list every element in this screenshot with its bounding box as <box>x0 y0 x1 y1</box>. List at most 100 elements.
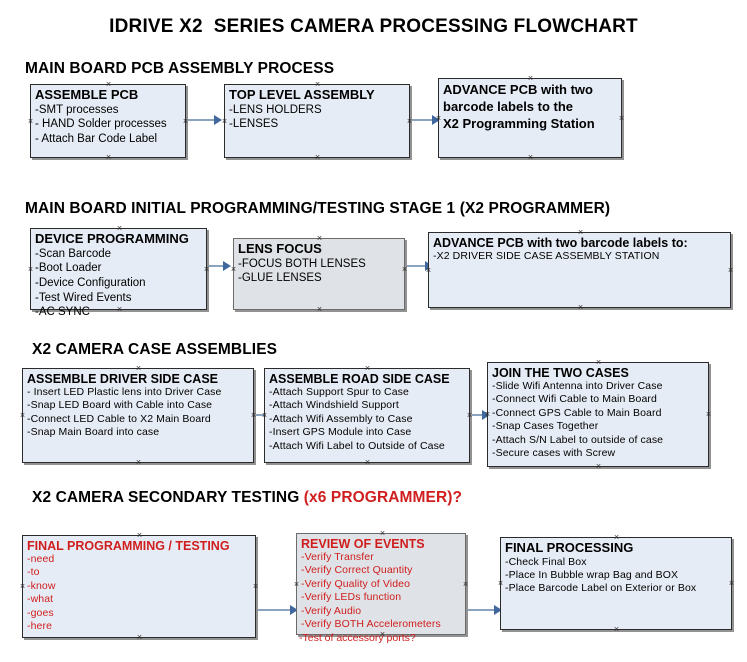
node-review-of-events[interactable]: REVIEW OF EVENTS -Verify Transfer -Verif… <box>296 533 466 635</box>
node-device-programming[interactable]: DEVICE PROGRAMMING -Scan Barcode -Boot L… <box>27 225 210 318</box>
connection-handle-bottom[interactable] <box>527 154 534 161</box>
connection-handle-bottom[interactable] <box>135 459 142 466</box>
section-heading-main-board-initial-programming: MAIN BOARD INITIAL PROGRAMMING/TESTING S… <box>25 200 610 218</box>
node-body: FINAL PROCESSING -Check Final Box -Place… <box>501 538 731 596</box>
node-assemble-pcb[interactable]: ASSEMBLE PCB -SMT processes - HAND Solde… <box>30 84 186 158</box>
connection-handle-top[interactable] <box>595 359 602 366</box>
section-heading-text: MAIN BOARD PCB ASSEMBLY PROCESS <box>25 60 335 77</box>
node-body: FINAL PROGRAMMING / TESTING -need -to -k… <box>23 536 255 634</box>
node-title: FINAL PROCESSING <box>505 540 634 555</box>
connection-handle-left[interactable] <box>425 267 432 274</box>
node-title: FINAL PROGRAMMING / TESTING <box>27 539 230 553</box>
node-title: JOIN THE TWO CASES <box>492 366 629 380</box>
node-lens-focus[interactable]: LENS FOCUS -FOCUS BOTH LENSES -GLUE LENS… <box>233 238 405 310</box>
node-advance-pcb-programming-station[interactable]: ADVANCE PCB with two barcode labels to t… <box>438 78 622 158</box>
connection-handle-top[interactable] <box>314 81 321 88</box>
node-assemble-road-side-case[interactable]: ASSEMBLE ROAD SIDE CASE -Attach Support … <box>264 368 470 463</box>
connection-handle-top[interactable] <box>135 365 142 372</box>
connection-handle-bottom[interactable] <box>364 459 371 466</box>
node-body: JOIN THE TWO CASES -Slide Wifi Antenna i… <box>488 363 708 461</box>
connection-handle-bottom[interactable] <box>595 463 602 470</box>
connection-handle-right[interactable] <box>203 266 210 273</box>
connection-handle-left[interactable] <box>497 580 504 587</box>
node-join-the-two-cases[interactable]: JOIN THE TWO CASES -Slide Wifi Antenna i… <box>487 362 709 467</box>
node-title: DEVICE PROGRAMMING <box>35 231 189 246</box>
node-line: -Connect LED Cable to X2 Main Board <box>27 412 211 425</box>
node-body: ADVANCE PCB with two barcode labels to t… <box>439 79 621 133</box>
node-body: ASSEMBLE DRIVER SIDE CASE - Insert LED P… <box>23 369 253 440</box>
connection-handle-top[interactable] <box>613 534 620 541</box>
connection-handle-top[interactable] <box>379 530 386 537</box>
connection-handle-bottom[interactable] <box>136 634 143 641</box>
node-line: -Attach Wifi Assembly to Case <box>269 412 413 425</box>
node-line: -Verify LEDs function <box>301 591 402 604</box>
connection-handle-right[interactable] <box>252 583 259 590</box>
node-line: ADVANCE PCB with two <box>443 82 593 97</box>
connection-handle-bottom[interactable] <box>577 304 584 311</box>
node-line: -Snap Main Board into case <box>27 426 160 439</box>
node-top-level-assembly[interactable]: TOP LEVEL ASSEMBLY -LENS HOLDERS -LENSES <box>224 84 410 158</box>
connection-handle-left[interactable] <box>221 118 228 125</box>
node-body: ADVANCE PCB with two barcode labels to: … <box>429 233 730 263</box>
node-line: -Connect Wifi Cable to Main Board <box>492 393 657 406</box>
connection-handle-bottom[interactable] <box>314 154 321 161</box>
node-line: -Place Barcode Label on Exterior or Box <box>505 582 697 595</box>
connector-arrow <box>209 265 225 267</box>
connection-handle-bottom[interactable] <box>316 306 323 313</box>
node-title: ASSEMBLE PCB <box>35 87 139 102</box>
connection-handle-top[interactable] <box>105 81 112 88</box>
section-heading-x2-camera-secondary-testing: X2 CAMERA SECONDARY TESTING (x6 PROGRAMM… <box>32 489 462 507</box>
node-line: -Attach S/N Label to outside of case <box>492 433 664 446</box>
connection-handle-left[interactable] <box>19 583 26 590</box>
connection-handle-right[interactable] <box>728 580 735 587</box>
node-line: -GLUE LENSES <box>238 272 322 285</box>
connection-handle-bottom[interactable] <box>116 306 123 313</box>
connection-handle-top[interactable] <box>316 235 323 242</box>
connection-handle-top[interactable] <box>577 229 584 236</box>
node-line: -Attach Wifi Label to Outside of Case <box>269 439 445 452</box>
node-final-processing[interactable]: FINAL PROCESSING -Check Final Box -Place… <box>500 537 732 630</box>
node-line: -Snap Cases Together <box>492 420 599 433</box>
connection-handle-left[interactable] <box>27 266 34 273</box>
node-line: -Boot Loader <box>35 262 102 275</box>
connection-handle-left[interactable] <box>230 266 237 273</box>
connection-handle-right[interactable] <box>462 581 469 588</box>
node-advance-pcb-driver-side-station[interactable]: ADVANCE PCB with two barcode labels to: … <box>428 232 731 308</box>
connection-handle-top[interactable] <box>364 365 371 372</box>
connection-handle-top[interactable] <box>116 225 123 232</box>
connector-arrowhead <box>494 605 502 615</box>
node-body: TOP LEVEL ASSEMBLY -LENS HOLDERS -LENSES <box>225 85 409 132</box>
node-line: -here <box>27 620 53 633</box>
node-line: -Attach Windshield Support <box>269 399 399 412</box>
section-heading-main-board-pcb-assembly: MAIN BOARD PCB ASSEMBLY PROCESS <box>25 60 334 78</box>
node-line: -need <box>27 553 55 565</box>
section-heading-text: X2 CAMERA CASE ASSEMBLIES <box>32 341 278 358</box>
connection-handle-left[interactable] <box>19 412 26 419</box>
connector-arrow <box>258 609 292 611</box>
connection-handle-left[interactable] <box>27 118 34 125</box>
node-final-programming-testing[interactable]: FINAL PROGRAMMING / TESTING -need -to -k… <box>22 535 256 638</box>
node-line: -Scan Barcode <box>35 247 112 260</box>
connection-handle-left[interactable] <box>484 411 491 418</box>
connection-handle-right[interactable] <box>618 115 625 122</box>
connection-handle-left[interactable] <box>293 581 300 588</box>
connection-handle-right[interactable] <box>727 267 734 274</box>
node-title: REVIEW OF EVENTS <box>301 537 425 551</box>
node-title: TOP LEVEL ASSEMBLY <box>229 87 375 102</box>
connection-handle-left[interactable] <box>435 115 442 122</box>
node-assemble-driver-side-case[interactable]: ASSEMBLE DRIVER SIDE CASE - Insert LED P… <box>22 368 254 463</box>
connector-arrow <box>412 119 434 121</box>
connection-handle-bottom[interactable] <box>105 154 112 161</box>
connection-handle-right[interactable] <box>705 411 712 418</box>
section-heading-x2-camera-case-assemblies: X2 CAMERA CASE ASSEMBLIES <box>32 341 277 359</box>
node-line: -Secure cases with Screw <box>492 447 616 460</box>
section-heading-text: X2 CAMERA SECONDARY TESTING <box>32 489 304 506</box>
connection-handle-left[interactable] <box>261 412 268 419</box>
page-title: IDRIVE X2 SERIES CAMERA PROCESSING FLOWC… <box>109 16 638 37</box>
connection-handle-bottom[interactable] <box>613 626 620 633</box>
connection-handle-top[interactable] <box>527 75 534 82</box>
node-line: barcode labels to the <box>443 98 574 114</box>
connection-handle-top[interactable] <box>136 532 143 539</box>
connection-handle-right[interactable] <box>401 266 408 273</box>
connector-arrowhead <box>290 605 298 615</box>
